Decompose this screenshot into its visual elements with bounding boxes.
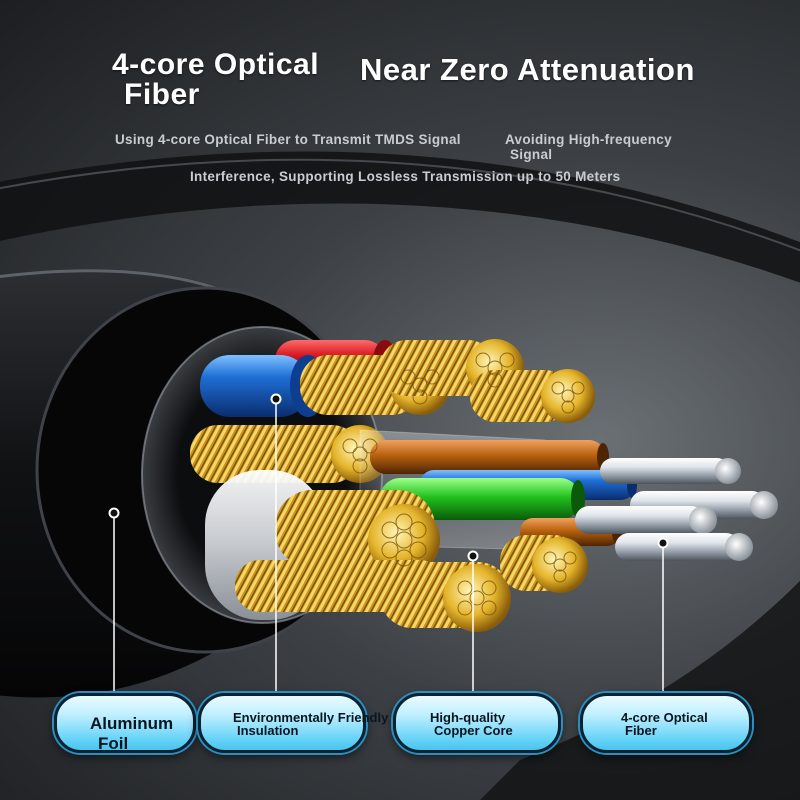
subtitle-line-1b-part2: Signal (510, 147, 553, 162)
label-insulation-line1: Environmentally Friendly (233, 710, 389, 725)
label-optical-fiber-line2: Fiber (625, 723, 657, 738)
strand-dots (342, 352, 585, 616)
label-aluminum-foil-line2: Foil (98, 734, 129, 753)
label-optical-fiber: 4-core Optical Fiber (621, 711, 741, 737)
headline-optical-fiber: 4-core Optical Fiber (112, 50, 352, 110)
callout-dot-insulation (270, 393, 282, 405)
cable-loop-arc (0, 151, 800, 283)
label-copper-core: High-quality Copper Core (430, 711, 560, 737)
callout-dot-foil (108, 507, 120, 519)
label-copper-core-line2: Copper Core (434, 723, 513, 738)
callout-dots (108, 393, 669, 562)
subtitle-line-2: Interference, Supporting Lossless Transm… (190, 169, 621, 184)
fiber-buffer-orange (370, 440, 605, 474)
label-pill-optical-fiber (580, 693, 752, 753)
label-insulation-line2: Insulation (237, 723, 299, 738)
subtitle-line-1b: Avoiding High-frequency Signal (505, 132, 705, 162)
callout-lines (113, 399, 664, 700)
optical-fibers (575, 458, 778, 561)
label-pill-aluminum-foil (54, 693, 196, 753)
headline-near-zero-attenuation: Near Zero Attenuation (360, 52, 695, 87)
label-pill-copper-core (393, 693, 561, 753)
subtitle-line-1: Using 4-core Optical Fiber to Transmit T… (115, 132, 461, 147)
label-aluminum-foil: Aluminum Foil (90, 714, 230, 754)
label-optical-fiber-line1: 4-core Optical (621, 710, 708, 725)
copper-bundles-lower (235, 490, 588, 632)
copper-bundles (190, 339, 595, 483)
label-pill-insulation (198, 693, 366, 753)
label-aluminum-foil-line1: Aluminum (90, 714, 174, 733)
headline-left-line2: Fiber (124, 78, 200, 111)
label-copper-core-line1: High-quality (430, 710, 506, 725)
callout-dot-fiber (657, 537, 669, 549)
cable-loop-arc-lower (480, 580, 800, 800)
headline-left-line1: 4-core Optical (112, 48, 320, 81)
label-insulation: Environmentally Friendly Insulation (233, 711, 423, 737)
subtitle-line-1b-part1: Avoiding High-frequency (505, 132, 672, 147)
callout-dot-copper (467, 550, 479, 562)
blue-insulated-wire (200, 355, 310, 417)
